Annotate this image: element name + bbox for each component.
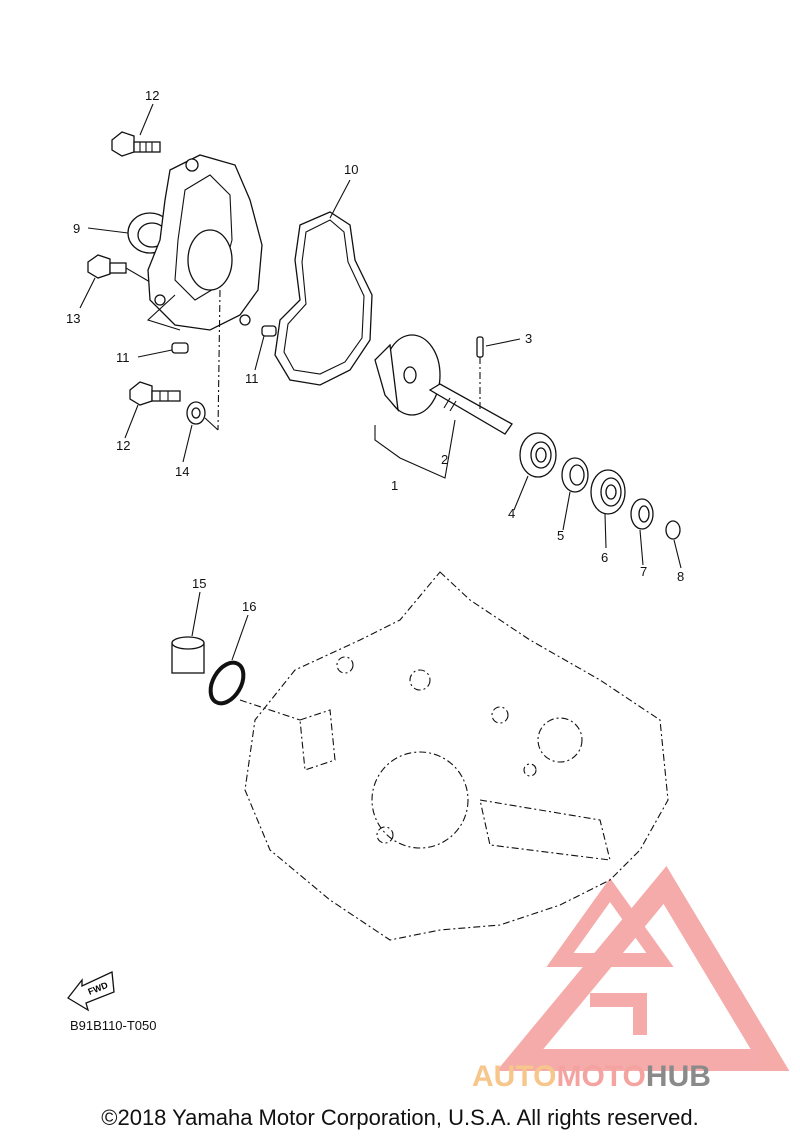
copyright-notice: ©2018 Yamaha Motor Corporation, U.S.A. A… (101, 1105, 699, 1130)
callout-3: 3 (525, 331, 532, 346)
callout-9: 9 (73, 221, 80, 236)
callout-16: 16 (242, 599, 256, 614)
pin-3 (476, 336, 484, 358)
circlip-8 (665, 520, 681, 540)
diagram-code: B91B110-T050 (70, 1018, 157, 1033)
crankcase (244, 571, 669, 941)
callout-2: 2 (441, 452, 448, 467)
shaft-2 (428, 383, 513, 435)
callout-12-bottom: 12 (116, 438, 130, 453)
callout-1: 1 (391, 478, 398, 493)
callout-12-top: 12 (145, 88, 159, 103)
collar-15 (171, 636, 205, 674)
impeller-1 (374, 334, 441, 416)
callout-15: 15 (192, 576, 206, 591)
callout-8: 8 (677, 569, 684, 584)
bearing-7 (630, 498, 654, 530)
callout-6: 6 (601, 550, 608, 565)
watermark-wordmark: AUTOMOTOHUB (472, 1060, 711, 1093)
callout-5: 5 (557, 528, 564, 543)
callout-10: 10 (344, 162, 358, 177)
dowel-pin-11b (261, 325, 277, 337)
water-pump-cover (147, 154, 263, 331)
fwd-arrow-icon: FWD (67, 971, 115, 1012)
callout-14: 14 (175, 464, 189, 479)
callout-11a: 11 (116, 350, 130, 365)
bolt-13 (87, 254, 127, 279)
bearing-6 (590, 469, 626, 515)
o-ring-16 (208, 660, 246, 706)
watermark-logo (496, 866, 790, 1071)
dowel-pin-11a (171, 342, 189, 354)
bolt-12-bottom (129, 381, 181, 406)
callout-11b: 11 (245, 371, 259, 386)
oil-seal-5 (561, 457, 589, 493)
bearing-4 (519, 432, 557, 478)
washer-14 (186, 401, 206, 425)
callout-13: 13 (66, 311, 80, 326)
callout-4: 4 (508, 506, 515, 521)
callout-7: 7 (640, 564, 647, 579)
bolt-12-top (111, 131, 161, 157)
gasket-10 (274, 211, 373, 386)
